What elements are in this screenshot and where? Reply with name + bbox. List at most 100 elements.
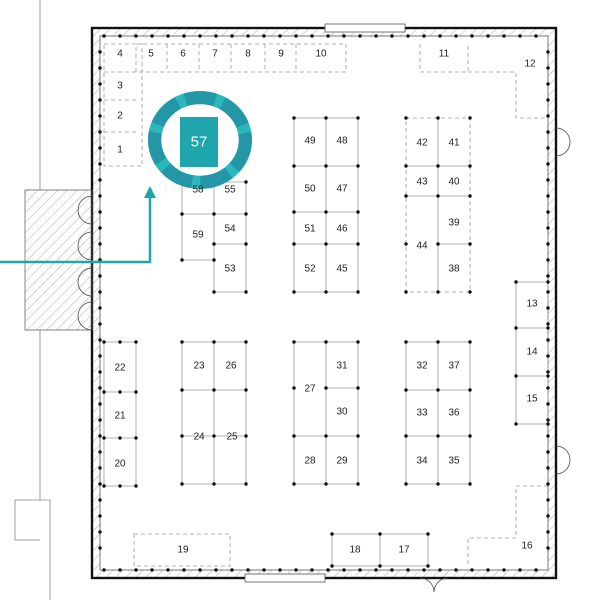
booth-post [546,386,550,390]
booth-post [546,530,550,534]
booth-41-label[interactable]: 41 [448,138,460,149]
booth-post [98,530,102,534]
booth-39-label[interactable]: 39 [448,218,460,229]
booth-post [534,568,538,572]
booth-20-label[interactable]: 20 [114,459,126,470]
booth-18-label[interactable]: 18 [349,545,361,556]
booth-15-label[interactable]: 15 [526,394,538,405]
booth-5-label[interactable]: 5 [148,49,154,60]
booth-12-label[interactable]: 12 [524,59,536,70]
booth-post [546,322,550,326]
booth-38-label[interactable]: 38 [448,264,460,275]
route-arrow [0,186,156,264]
booth-post [454,568,458,572]
booth-post [98,434,102,438]
booth-37-label[interactable]: 37 [448,361,460,372]
booth-10-label[interactable]: 10 [315,49,327,60]
booth-post [98,498,102,502]
booth-post [262,568,266,572]
booth-post [244,180,248,184]
booth-post [324,386,328,390]
booth-59-label[interactable]: 59 [192,230,204,241]
booth-34-label[interactable]: 34 [416,456,428,467]
booth-post [436,164,440,168]
booth-post [98,386,102,390]
booth-post [468,164,472,168]
booth-33-label[interactable]: 33 [416,408,428,419]
booth-post [292,434,296,438]
booth-14-label[interactable]: 14 [526,347,538,358]
booth-52-label[interactable]: 52 [304,264,316,275]
booth-45-label[interactable]: 45 [336,264,348,275]
booth-post [134,484,138,488]
booth-post [98,242,102,246]
booth-46-label[interactable]: 46 [336,224,348,235]
booth-post [212,340,216,344]
booth-29-label[interactable]: 29 [336,456,348,467]
booth-28-label[interactable]: 28 [304,456,316,467]
booth-post [468,340,472,344]
booth-post [470,568,474,572]
booth-post [330,564,334,568]
booth-post [118,340,122,344]
booth-16-label[interactable]: 16 [521,541,533,552]
booth-57-label[interactable]: 57 [191,134,208,151]
booth-2-label[interactable]: 2 [117,111,123,122]
booth-11-label[interactable]: 11 [439,49,450,60]
booth-6-label[interactable]: 6 [180,49,186,60]
booth-48-label[interactable]: 48 [336,136,348,147]
booth-post [98,82,102,86]
booth-58-label[interactable]: 58 [192,185,204,196]
booth-24-label[interactable]: 24 [193,432,205,443]
booth-55-label[interactable]: 55 [224,185,236,196]
booth-post [468,482,472,486]
booth-50-label[interactable]: 50 [304,184,316,195]
booth-1-label[interactable]: 1 [117,145,123,156]
booth-post [102,340,106,344]
booth-27-label[interactable]: 27 [304,384,316,395]
booth-post [98,290,102,294]
booth-post [98,66,102,70]
booth-3-label[interactable]: 3 [117,81,123,92]
booth-42-label[interactable]: 42 [416,138,428,149]
booth-44-label[interactable]: 44 [416,241,428,252]
booth-31-label[interactable]: 31 [336,361,348,372]
booth-post [244,290,248,294]
booth-post [134,436,138,440]
booth-post [324,242,328,246]
booth-23-label[interactable]: 23 [193,361,205,372]
booth-32-label[interactable]: 32 [416,361,428,372]
booth-22-label[interactable]: 22 [114,363,126,374]
booth-17-label[interactable]: 17 [398,545,410,556]
booth-post [292,210,296,214]
building-walls [14,0,558,600]
booth-post [546,482,550,486]
booth-13-label[interactable]: 13 [526,299,538,310]
booth-post [182,34,186,38]
booth-post [118,484,122,488]
booth-26-label[interactable]: 26 [225,361,237,372]
booth-7-label[interactable]: 7 [212,49,218,60]
booth-47-label[interactable]: 47 [336,184,348,195]
booth-53-label[interactable]: 53 [224,264,236,275]
booth-30-label[interactable]: 30 [336,407,348,418]
booth-43-label[interactable]: 43 [416,177,428,188]
booth-post [422,568,426,572]
booth-4-label[interactable]: 4 [117,49,123,60]
booth-21-label[interactable]: 21 [114,411,126,422]
booth-54-label[interactable]: 54 [224,224,236,235]
booth-36-label[interactable]: 36 [448,408,460,419]
highlight-marker[interactable]: 57 [148,91,252,189]
booth-8-label[interactable]: 8 [245,49,251,60]
booth-post [546,434,550,438]
booth-25-label[interactable]: 25 [226,432,238,443]
booth-19-label[interactable]: 19 [177,545,189,556]
booth-51-label[interactable]: 51 [304,224,316,235]
booth-40-label[interactable]: 40 [448,177,460,188]
booth-35-label[interactable]: 35 [448,456,460,467]
booth-post [546,146,550,150]
booth-49-label[interactable]: 49 [304,136,316,147]
booth-post [166,568,170,572]
booth-9-label[interactable]: 9 [278,49,284,60]
